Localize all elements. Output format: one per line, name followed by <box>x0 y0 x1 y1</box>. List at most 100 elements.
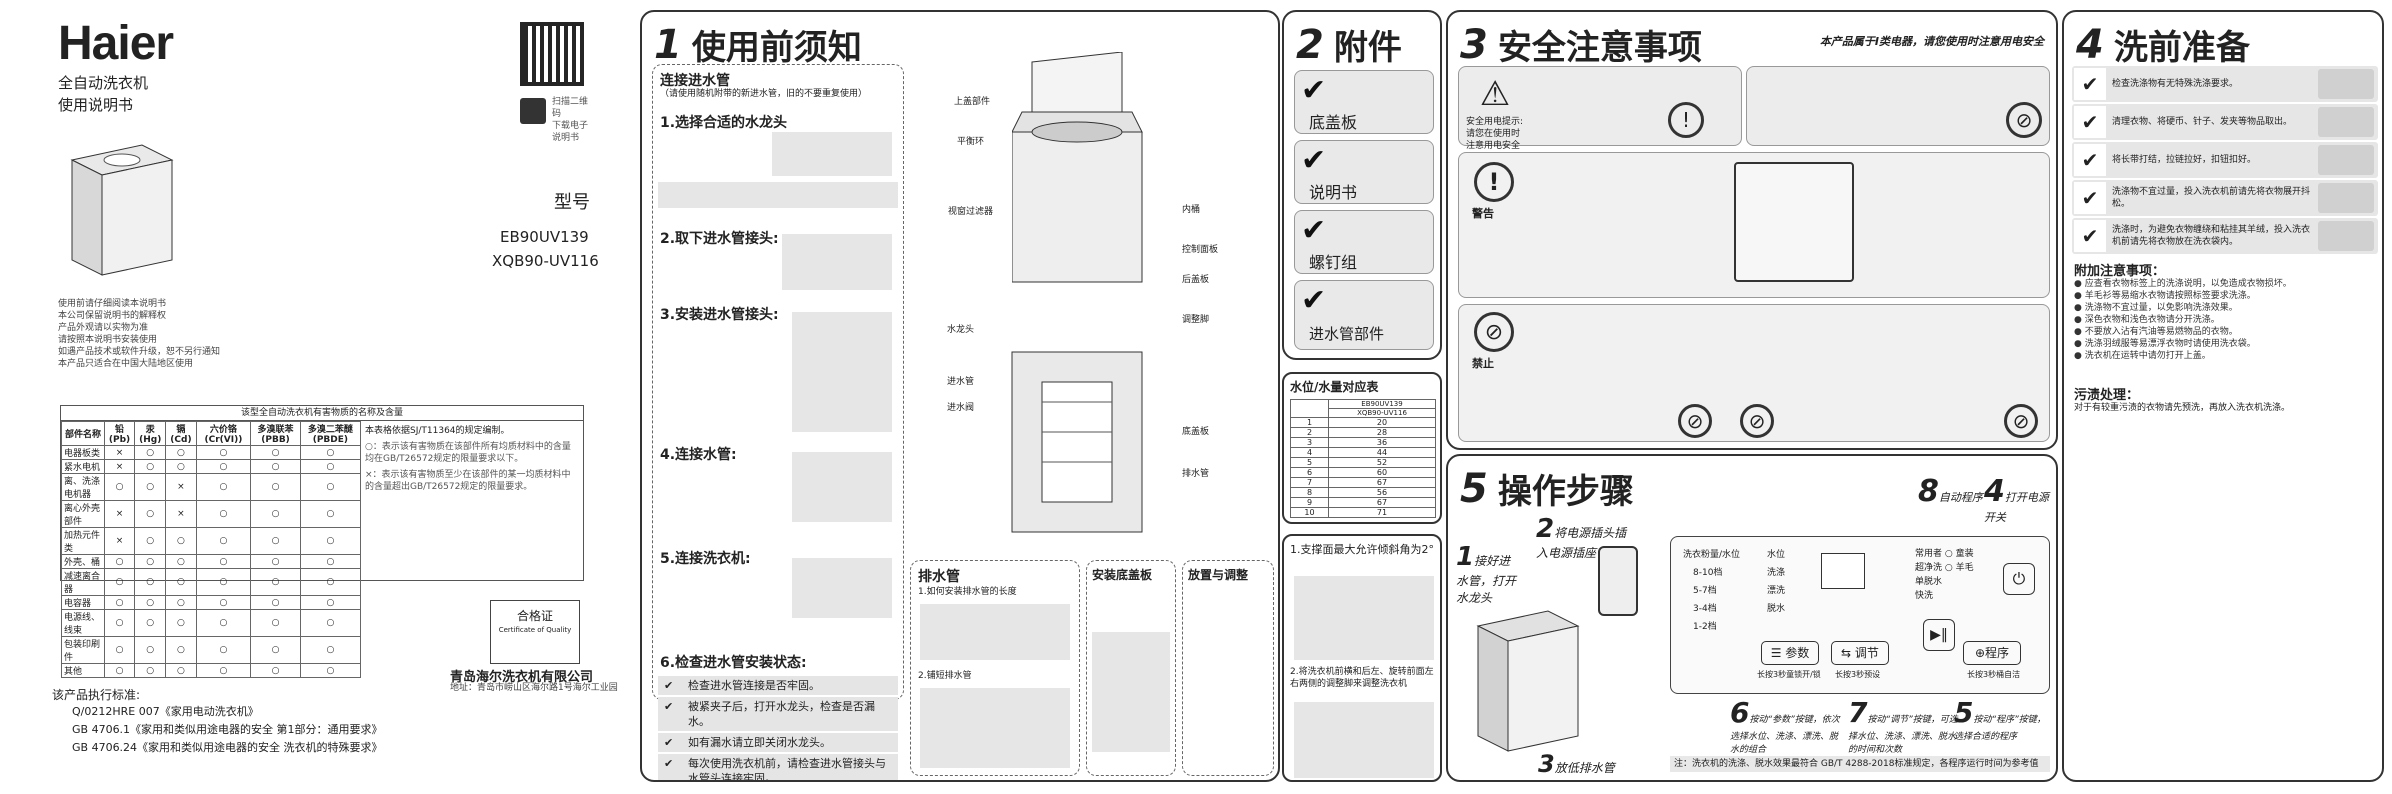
bottom-cover-box <box>1086 560 1176 776</box>
hazard-cell: ○ <box>195 554 252 569</box>
water-level-cell: 9 <box>1290 497 1329 508</box>
part-label: 调整脚 <box>1182 315 1210 325</box>
stage-label: 脱水 <box>1767 604 1786 614</box>
hazard-cell: ○ <box>134 554 167 569</box>
bottom-cover-title: 安装底盖板 <box>1092 568 1153 582</box>
step-4-label: 4打开电源开关 <box>1984 474 2049 524</box>
part-label: 平衡环 <box>957 137 985 147</box>
hazard-cell: ○ <box>250 609 301 637</box>
product-name: 全自动洗衣机 <box>58 74 149 92</box>
check-item: 如有漏水请立即关闭水龙头。 <box>688 736 831 749</box>
accessory-screws: ✔ 螺钉组 <box>1294 210 1434 274</box>
check-item: 被紧夹子后，打开水龙头，检查是否漏水。 <box>688 700 875 728</box>
hazard-cell: ○ <box>103 636 136 664</box>
hazard-cell: ○ <box>299 473 362 501</box>
cert-sub: Certificate of Quality <box>498 626 572 634</box>
water-level-cell: 1 <box>1290 417 1329 428</box>
program-button[interactable]: ⊕程序 <box>1963 641 2021 665</box>
water-volume-cell: 28 <box>1328 427 1436 438</box>
start-pause-button[interactable]: ▶‖ <box>1923 619 1955 651</box>
prep-text: 洗涤时，为避免衣物缠绕和粘挂其羊绒，投入洗衣机前请先将衣物放在洗衣袋内。 <box>2112 225 2311 247</box>
cover-panel: Haier 全自动洗衣机 使用说明书 扫描二维码下载电子说明书 型号 EB90U… <box>0 0 640 794</box>
part-name-cell: 离、洗涤电机器 <box>61 473 105 501</box>
drain-title: 排水管 <box>918 569 960 585</box>
hazard-cell: ○ <box>195 663 252 678</box>
drain-box <box>910 560 1080 776</box>
param-button[interactable]: ☰ 参数 <box>1761 641 1819 665</box>
adjust-button[interactable]: ⇆ 调节 <box>1831 641 1889 665</box>
qr-code-icon[interactable] <box>520 22 584 86</box>
hazard-cell: ○ <box>165 527 197 555</box>
prep-item: ✔洗涤物不宜过量，投入洗衣机前请先将衣物展开抖松。 <box>2072 180 2378 216</box>
part-label: 进水阀 <box>947 403 975 413</box>
th-hg: 汞(Hg) <box>134 421 167 446</box>
hazard-cell: ○ <box>165 554 197 569</box>
power-button[interactable]: ⏻ <box>2003 563 2035 595</box>
hazard-cell: ○ <box>134 609 167 637</box>
section3-subtitle: 本产品属于Ⅰ类电器，请您使用时注意用电安全 <box>1819 35 2044 48</box>
hazard-cell: ○ <box>134 636 167 664</box>
hazard-cell: × <box>165 500 197 528</box>
hazard-cell: ○ <box>299 609 362 637</box>
prep-list: ✔检查洗涤物有无特殊洗涤要求。✔清理衣物、将硬币、针子、发夹等物品取出。✔将长带… <box>2072 66 2378 256</box>
water-level-cell: 4 <box>1290 447 1329 458</box>
water-volume-cell: 67 <box>1328 477 1436 488</box>
water-table-title: 水位/水量对应表 <box>1290 380 1379 394</box>
washer-bottom-diagram <box>1002 342 1152 542</box>
model-1: EB90UV139 <box>500 228 589 246</box>
hazard-row: 其他○○○○○○ <box>61 663 362 678</box>
hazard-cell: × <box>165 473 197 501</box>
check-icon: ✔ <box>664 757 674 770</box>
hazard-cell: ○ <box>250 500 301 528</box>
hazard-cell: ○ <box>195 595 252 610</box>
hazard-table-note: 本表格依据SJ/T11364的规定编制。 ○：表示该有害物质在该部件所有均质材料… <box>365 426 571 492</box>
step-3: 3.安装进水管接头: <box>660 307 779 323</box>
hazard-cell: ○ <box>195 609 252 637</box>
water-level-cell: 3 <box>1290 437 1329 448</box>
hazard-cell: ○ <box>103 595 136 610</box>
stage-label: 水位 <box>1767 550 1786 560</box>
hazard-cell: ○ <box>195 527 252 555</box>
notice-text: ● 应查看衣物标签上的洗涤说明，以免造成衣物损坏。● 羊毛衫等易缩水衣物请按照标… <box>2074 279 2292 361</box>
step-3-label: 3放低排水管 <box>1538 750 1615 778</box>
accessory-manual: ✔ 说明书 <box>1294 140 1434 204</box>
water-volume-cell: 71 <box>1328 507 1436 518</box>
hazard-cell: ○ <box>195 459 252 474</box>
hazard-cell: × <box>103 459 136 474</box>
part-name-cell: 外壳、桶 <box>61 554 105 569</box>
washer-operation-diagram <box>1468 606 1588 756</box>
water-level-cell: 10 <box>1290 507 1329 518</box>
step-6: 6.检查进水管安装状态: <box>660 655 807 671</box>
program-hint: 长按3秒桶自洁 <box>1967 670 2021 679</box>
load-level: 1-2档 <box>1693 622 1717 632</box>
control-panel: 洗衣粉量/水位 8-10档 5-7档 3-4档 1-2档 水位 洗涤 漂洗 脱水… <box>1670 536 2050 694</box>
hazard-row: 外壳、桶○○○○○○ <box>61 554 362 569</box>
hazard-cell: ○ <box>299 554 362 569</box>
prep-item: ✔将长带打结，拉链拉好，扣钮扣好。 <box>2072 142 2378 178</box>
hazard-cell: ○ <box>250 527 301 555</box>
hazard-row: 包装印刷件○○○○○○ <box>61 636 362 664</box>
step-6-label: 6按动“参数”按键，依次选择水位、洗涤、漂洗、脱水的组合 <box>1730 696 1840 755</box>
check-icon: ✔ <box>664 736 674 749</box>
no-icon: ⊘ <box>1740 404 1774 438</box>
hazard-row: 电源线、线束○○○○○○ <box>61 609 362 637</box>
water-volume-cell: 60 <box>1328 467 1436 478</box>
load-level: 5-7档 <box>1693 586 1717 596</box>
hazard-cell: ○ <box>299 500 362 528</box>
prep-text: 将长带打结，拉链拉好，扣钮扣好。 <box>2112 155 2257 165</box>
model-cell: EB90UV139 <box>1328 399 1436 409</box>
place-illustration <box>1294 576 1434 660</box>
hazard-cell: ○ <box>103 473 136 501</box>
hazard-table-box: 该型全自动洗衣机有害物质的名称及含量 部件名称 铅(Pb) 汞(Hg) 镉(Cd… <box>60 405 584 678</box>
hazard-cell: ○ <box>299 527 362 555</box>
prep-illustration <box>2318 145 2374 175</box>
hazard-cell: × <box>103 445 136 460</box>
hazard-cell: ○ <box>195 445 252 460</box>
stain-title: 污渍处理： <box>2074 388 2140 403</box>
